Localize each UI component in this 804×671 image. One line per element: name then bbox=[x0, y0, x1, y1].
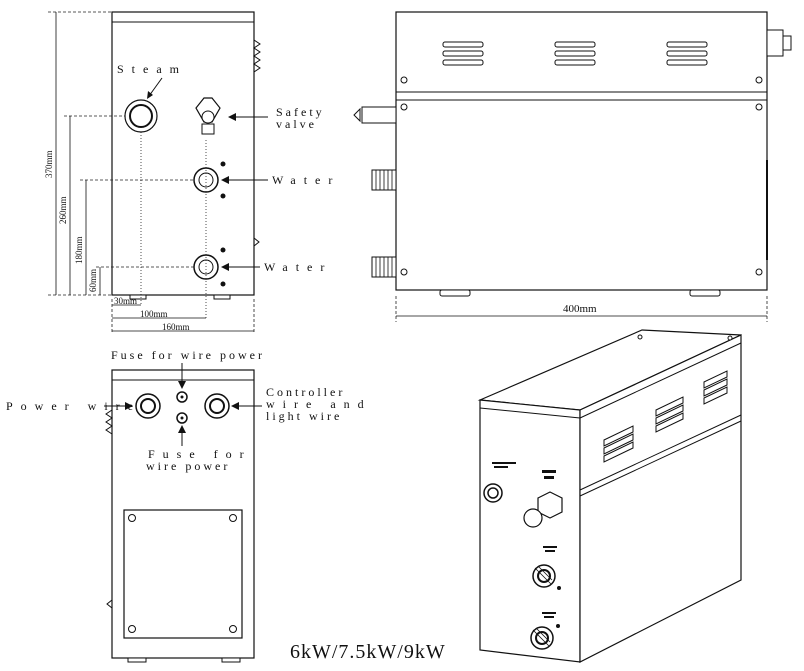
side-screw-3 bbox=[400, 103, 408, 111]
fuse-top-dot bbox=[180, 395, 184, 399]
iso-lid-seam-front bbox=[479, 407, 581, 419]
iso-vent-3 bbox=[703, 370, 728, 405]
back-view: Fuse for wire power Power wire Controlle… bbox=[6, 348, 372, 663]
front-view-foot-right bbox=[213, 294, 231, 300]
panel-screw-1 bbox=[128, 514, 136, 522]
controller-gland-icon bbox=[204, 393, 230, 419]
label-controller-2: wire and bbox=[266, 397, 372, 411]
water-pipe-upper bbox=[371, 169, 397, 191]
label-controller-1: Controller bbox=[266, 385, 345, 399]
iso-decal-marks bbox=[492, 462, 557, 618]
iso-screw-3 bbox=[637, 334, 643, 340]
label-fuse-bottom-1: Fuse for bbox=[148, 447, 252, 461]
label-water-upper: Water bbox=[272, 173, 340, 187]
panel-screw-2 bbox=[229, 514, 237, 522]
screw-d bbox=[220, 281, 226, 287]
side-screw-6 bbox=[755, 268, 763, 276]
safety-valve-icon bbox=[195, 97, 221, 135]
iso-steam-outlet-inner bbox=[487, 487, 499, 499]
screw-a bbox=[220, 161, 226, 167]
arrow-fuse-top-head bbox=[178, 381, 186, 389]
iso-screw-2 bbox=[556, 624, 560, 628]
side-view-vent-middle bbox=[554, 41, 596, 66]
screw-c bbox=[220, 247, 226, 253]
iso-right-face bbox=[579, 334, 742, 663]
label-fuse-top: Fuse for wire power bbox=[111, 348, 265, 362]
dim-400: 400mm bbox=[563, 303, 597, 315]
side-view-body bbox=[395, 11, 768, 291]
dim-160: 160mm bbox=[162, 322, 190, 332]
cable-gland-icon bbox=[766, 29, 784, 57]
side-view-vent-left bbox=[442, 41, 484, 66]
iso-panel-seam bbox=[579, 414, 742, 491]
back-foot-right bbox=[221, 657, 241, 663]
fuse-bottom-dot bbox=[180, 416, 184, 420]
iso-steam-outlet bbox=[483, 483, 503, 503]
iso-water-inlet-upper bbox=[532, 564, 556, 588]
side-screw-5 bbox=[400, 268, 408, 276]
arrow-safety-valve-head bbox=[228, 113, 236, 121]
panel-screw-3 bbox=[128, 625, 136, 633]
label-safety-valve-2: valve bbox=[276, 117, 317, 131]
front-view-side-clip bbox=[253, 237, 260, 247]
front-view-side-fins bbox=[253, 39, 261, 73]
dim-180: 180mm bbox=[74, 236, 84, 264]
iso-screw-1 bbox=[557, 586, 561, 590]
iso-panel-seam-2 bbox=[579, 420, 742, 497]
model-label: 6kW/7.5kW/9kW bbox=[290, 641, 446, 663]
steam-outlet-inner bbox=[129, 104, 153, 128]
dim-260: 260mm bbox=[58, 196, 68, 224]
side-screw-4 bbox=[755, 103, 763, 111]
power-gland-inner bbox=[140, 398, 156, 414]
front-view: 370mm 260mm 180mm 60mm 30mm 100mm 160mm … bbox=[44, 11, 340, 334]
safety-valve-tip bbox=[353, 107, 361, 123]
dim-100: 100mm bbox=[140, 309, 168, 319]
side-foot-right bbox=[689, 289, 721, 297]
label-water-lower: Water bbox=[264, 260, 332, 274]
back-view-side-clip bbox=[106, 599, 113, 609]
back-view-side-fins bbox=[105, 409, 113, 435]
arrow-controller-head bbox=[231, 402, 239, 410]
label-safety-valve-1: Safety bbox=[276, 105, 325, 119]
iso-water-inlet-lower bbox=[530, 626, 554, 650]
arrow-power-wire-head bbox=[125, 402, 133, 410]
arrow-steam-head bbox=[147, 91, 153, 99]
arrow-water-lower-head bbox=[221, 263, 229, 271]
screw-b bbox=[220, 193, 226, 199]
side-foot-left bbox=[439, 289, 471, 297]
iso-vent-1 bbox=[603, 425, 634, 463]
dim-30: 30mm bbox=[114, 296, 137, 306]
water-pipe-lower bbox=[371, 256, 397, 278]
label-controller-3: light wire bbox=[266, 409, 342, 423]
front-view-foot-left bbox=[129, 294, 147, 300]
cable-gland-cap bbox=[782, 35, 792, 51]
side-screw-2 bbox=[755, 76, 763, 84]
safety-valve-pipe bbox=[361, 106, 397, 124]
arrow-water-upper-head bbox=[221, 176, 229, 184]
label-fuse-bottom-2: wire power bbox=[146, 459, 230, 473]
controller-gland-inner bbox=[209, 398, 225, 414]
iso-vent-2 bbox=[655, 396, 684, 433]
side-view-vent-right bbox=[666, 41, 708, 66]
side-screw-1 bbox=[400, 76, 408, 84]
iso-lid-seam-right bbox=[579, 342, 742, 419]
iso-front-face bbox=[479, 399, 581, 663]
arrow-fuse-bottom-head bbox=[178, 425, 186, 433]
side-view: 400mm bbox=[353, 11, 792, 322]
label-steam: Steam bbox=[117, 62, 187, 76]
iso-safety-valve-icon bbox=[523, 491, 563, 528]
front-view-body bbox=[111, 11, 255, 296]
iso-screw-4 bbox=[727, 335, 733, 341]
back-foot-left bbox=[127, 657, 147, 663]
dim-370: 370mm bbox=[44, 150, 54, 178]
dim-60: 60mm bbox=[88, 269, 98, 292]
label-power-wire: Power wire bbox=[6, 399, 141, 413]
arrow-steam bbox=[148, 77, 163, 97]
panel-screw-4 bbox=[229, 625, 237, 633]
power-gland-icon bbox=[135, 393, 161, 419]
isometric-view bbox=[477, 329, 742, 663]
access-panel bbox=[123, 509, 243, 639]
